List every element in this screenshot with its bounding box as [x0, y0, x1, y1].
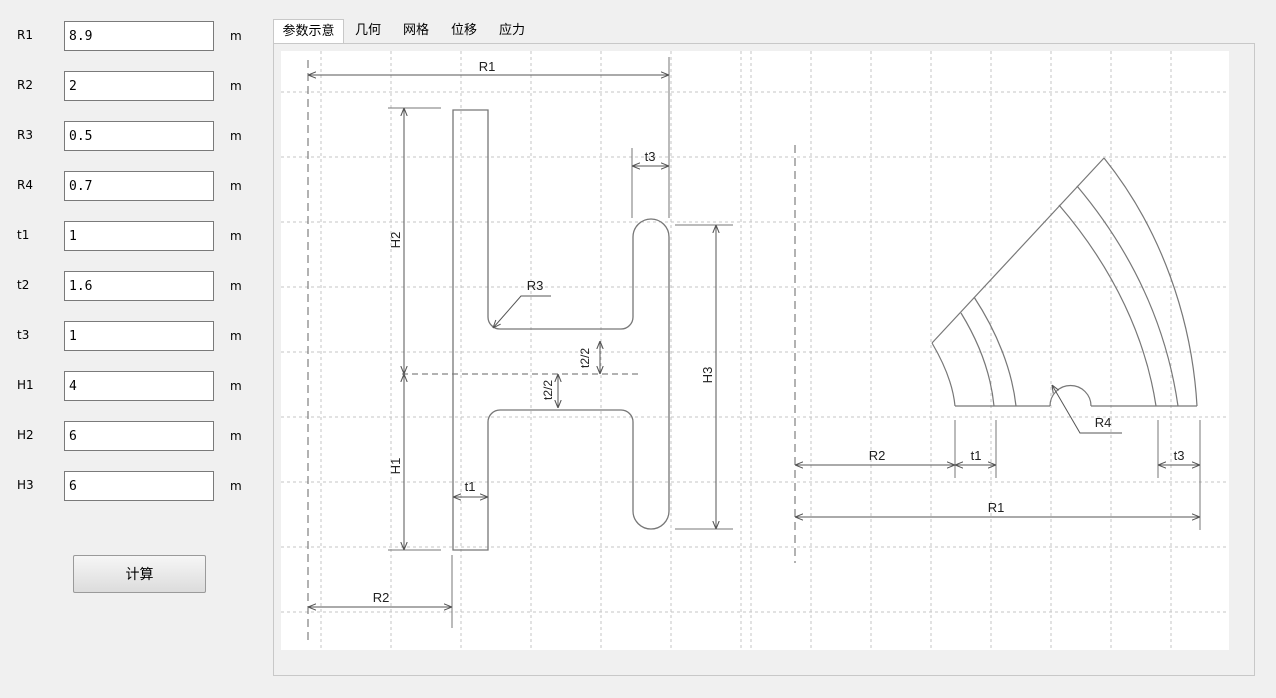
tab-parameter-diagram[interactable]: 参数示意	[273, 19, 344, 44]
param-label-t1: t1	[17, 228, 30, 242]
dim-label-left-t1: t1	[465, 479, 476, 494]
param-label-h2: H2	[17, 428, 34, 442]
tab-displacement[interactable]: 位移	[450, 23, 477, 38]
dim-label-left-r3: R3	[527, 278, 544, 293]
param-label-r4: R4	[17, 178, 33, 192]
section-outline	[452, 109, 670, 551]
dim-label-right-r2: R2	[869, 448, 886, 463]
dim-label-right-r1: R1	[988, 500, 1005, 515]
dim-label-left-t3: t3	[645, 149, 656, 164]
dim-label-right-r4: R4	[1095, 415, 1112, 430]
dim-label-left-t2-half-upper: t2/2	[578, 348, 592, 368]
param-label-r1: R1	[17, 28, 33, 42]
param-label-t2: t2	[17, 278, 30, 292]
param-label-r2: R2	[17, 78, 33, 92]
dim-label-left-h3: H3	[700, 367, 715, 384]
r4-input[interactable]	[64, 171, 214, 201]
param-unit-r2: m	[230, 79, 242, 93]
cross-section-drawing: R1 t3 R3 t1 R2 H2 H1 H3 t2/2 t2/2	[307, 57, 733, 645]
param-unit-h3: m	[230, 479, 242, 493]
h3-input[interactable]	[64, 471, 214, 501]
param-unit-r3: m	[230, 129, 242, 143]
plan-outline	[931, 157, 1198, 407]
plan-view-drawing: R2 t1 R4 t3 R1	[794, 145, 1201, 563]
param-unit-t3: m	[230, 329, 242, 343]
param-unit-t2: m	[230, 279, 242, 293]
param-label-h1: H1	[17, 378, 34, 392]
parameter-diagram: R1 t3 R3 t1 R2 H2 H1 H3 t2/2 t2/2	[281, 51, 1229, 650]
param-unit-t1: m	[230, 229, 242, 243]
param-unit-h2: m	[230, 429, 242, 443]
param-unit-r4: m	[230, 179, 242, 193]
dim-label-left-h1: H1	[388, 458, 403, 475]
t2-input[interactable]	[64, 271, 214, 301]
param-label-t3: t3	[17, 328, 30, 342]
background-grid	[281, 51, 1229, 650]
dim-label-right-t3: t3	[1174, 448, 1185, 463]
dim-label-left-t2-half-lower: t2/2	[541, 380, 555, 400]
h1-input[interactable]	[64, 371, 214, 401]
dim-label-left-h2: H2	[388, 232, 403, 249]
dim-label-left-r1: R1	[479, 59, 496, 74]
tab-stress[interactable]: 应力	[498, 23, 525, 38]
t1-input[interactable]	[64, 221, 214, 251]
param-label-r3: R3	[17, 128, 33, 142]
t3-input[interactable]	[64, 321, 214, 351]
tab-mesh[interactable]: 网格	[402, 23, 429, 38]
r3-input[interactable]	[64, 121, 214, 151]
h2-input[interactable]	[64, 421, 214, 451]
dim-label-right-t1: t1	[971, 448, 982, 463]
r1-input[interactable]	[64, 21, 214, 51]
tab-geometry[interactable]: 几何	[354, 23, 381, 38]
r2-input[interactable]	[64, 71, 214, 101]
param-label-h3: H3	[17, 478, 34, 492]
calculate-button[interactable]: 计算	[73, 555, 206, 593]
param-unit-h1: m	[230, 379, 242, 393]
param-unit-r1: m	[230, 29, 242, 43]
dim-label-left-r2: R2	[373, 590, 390, 605]
